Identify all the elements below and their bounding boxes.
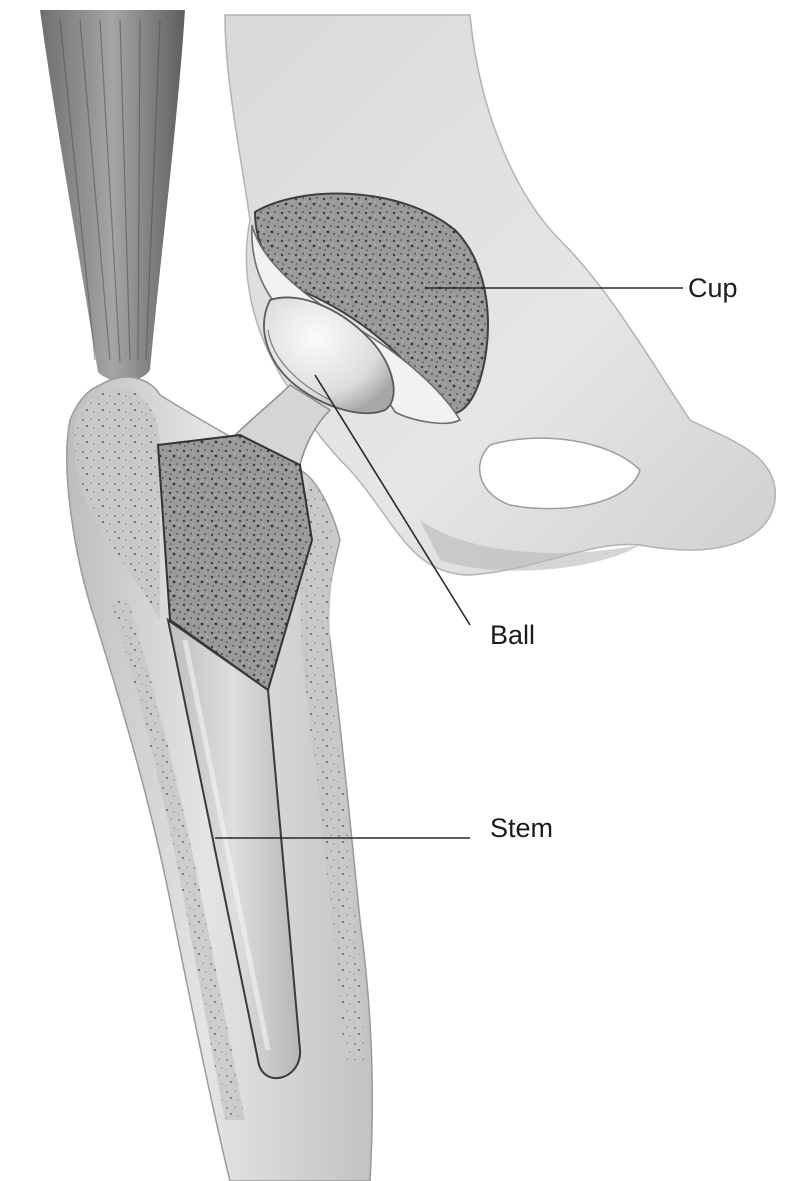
- ball-label: Ball: [490, 620, 535, 650]
- cup-label: Cup: [688, 273, 738, 303]
- muscle-strip: [40, 10, 185, 382]
- stem-label: Stem: [490, 813, 553, 843]
